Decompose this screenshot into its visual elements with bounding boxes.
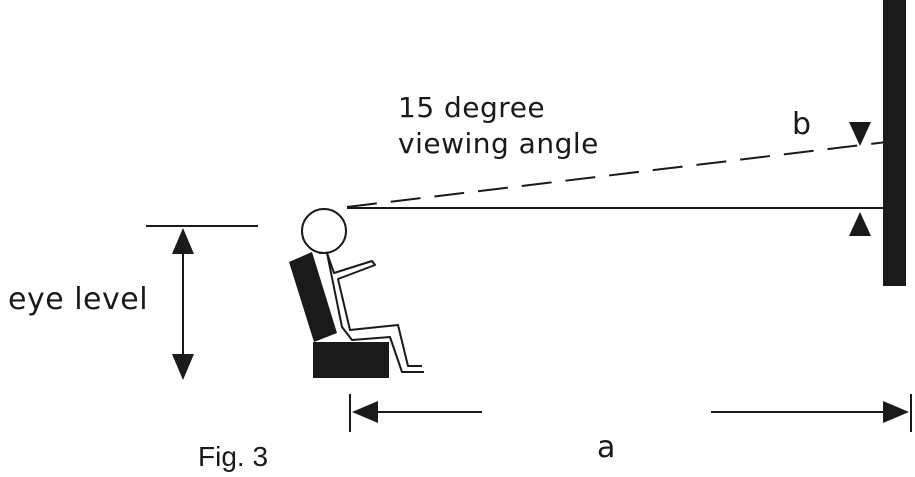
- eye-level-arrow-up: [172, 228, 194, 254]
- label-a: a: [597, 430, 616, 465]
- viewing-angle-label: 15 degree viewing angle: [398, 90, 599, 162]
- eye-level-label: eye level: [8, 282, 149, 317]
- screen: [883, 0, 906, 286]
- person-body-back: [326, 252, 424, 373]
- seat-cushion: [313, 342, 389, 378]
- figure-caption: Fig. 3: [198, 441, 269, 472]
- viewing-angle-label-line2: viewing angle: [398, 127, 599, 160]
- seat-back: [289, 252, 337, 342]
- dimension-a-arrow-left: [352, 401, 378, 423]
- dimension-a-arrow-right: [883, 401, 909, 423]
- eye-level-arrow-down: [172, 354, 194, 380]
- person-body: [319, 252, 422, 367]
- arrow-b-up: [849, 212, 871, 236]
- person-head: [301, 208, 347, 254]
- label-b: b: [792, 107, 812, 142]
- sightline-angled-dashed: [346, 140, 896, 208]
- viewing-angle-label-line1: 15 degree: [398, 91, 546, 124]
- arrow-b-down: [849, 122, 871, 146]
